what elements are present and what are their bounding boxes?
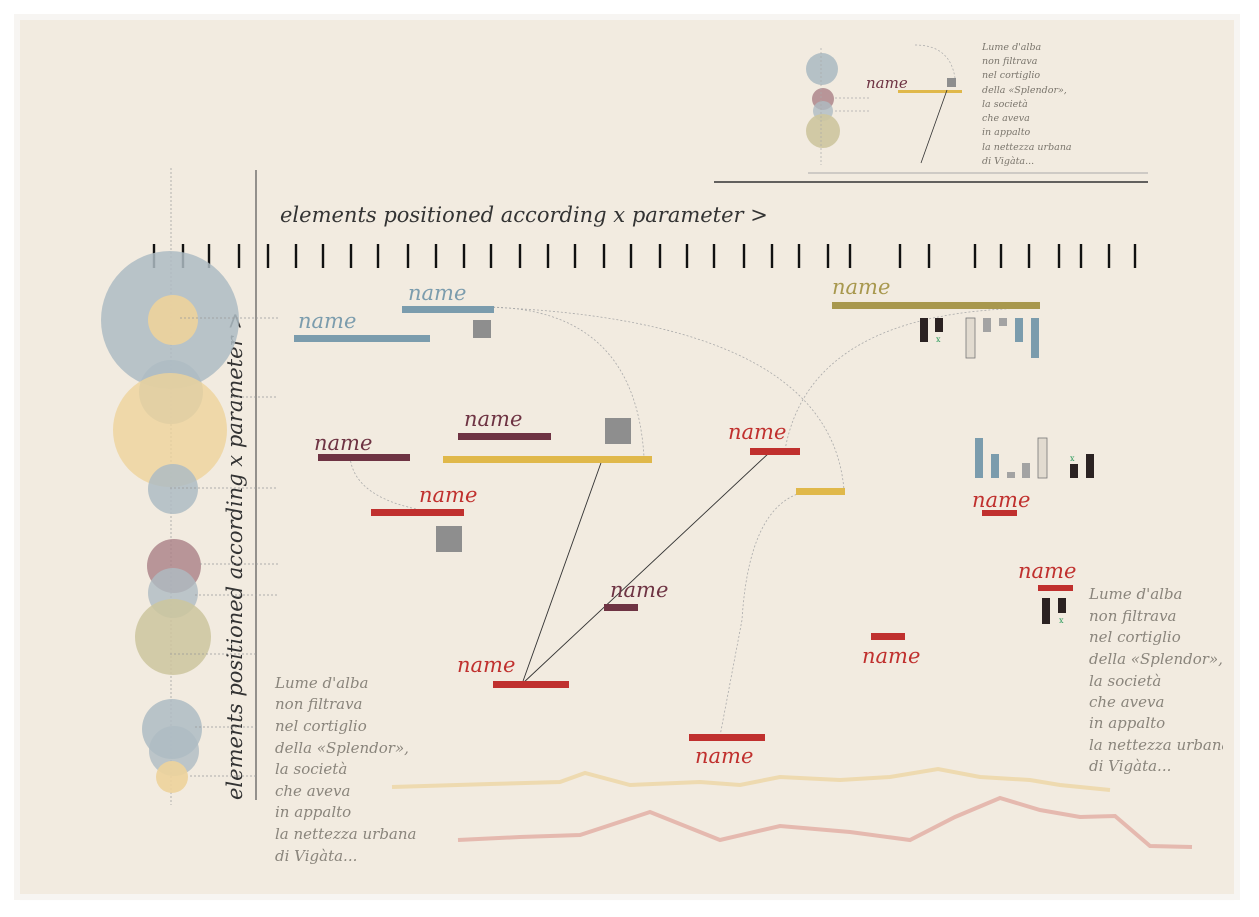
bars-layer: name name name name name name name name name name… [294, 275, 1076, 768]
circle-olive [135, 599, 211, 675]
connector-dotted-2 [484, 306, 845, 491]
bar-red-4-label: name [1018, 559, 1076, 583]
bar-red-5-label: name [457, 653, 515, 677]
legend-dotted-arc [914, 44, 956, 79]
gray-square-2 [605, 418, 631, 444]
connector-dotted-5 [719, 489, 821, 737]
bar-blue-1 [294, 335, 430, 342]
bar-red-2 [750, 448, 800, 455]
cross-marker: x [936, 335, 941, 344]
y-axis-title: elements positioned according x paramete… [223, 312, 247, 800]
bar-blue-2 [402, 306, 494, 313]
bar-red-3 [982, 510, 1017, 516]
bar-maroon-2 [458, 433, 551, 440]
bar-olive-1-label: name [832, 275, 890, 299]
diagram-canvas: name Lume d'alba non filtrava nel cortig… [101, 42, 1234, 865]
paragraph-left: Lume d'alba non filtrava nel cortiglio d… [274, 674, 421, 865]
legend-leader-line [920, 89, 948, 164]
circle-yellow-large [113, 373, 227, 487]
circle-blue-small [148, 464, 198, 514]
bar-red-6-label: name [862, 644, 920, 668]
connector-line-1 [521, 459, 603, 685]
bar-olive-1 [832, 302, 1040, 309]
circle-guides [170, 317, 278, 777]
bar-blue-2-label: name [408, 281, 466, 305]
connector-dotted-4 [784, 307, 1036, 451]
bar-red-1 [371, 509, 464, 516]
legend-circle-blue [806, 53, 838, 85]
circle-yellow-small [148, 295, 198, 345]
bar-maroon-1 [318, 454, 410, 461]
bar-maroon-3 [604, 604, 638, 611]
circle-blue-low-2 [149, 726, 199, 776]
bar-red-4 [1038, 585, 1073, 591]
connectors [349, 306, 1036, 737]
bar-red-2-label: name [728, 420, 786, 444]
bar-red-7-label: name [695, 744, 753, 768]
trend-line-red [457, 795, 1193, 849]
legend-name-label: name [866, 74, 908, 92]
x-axis-title: elements positioned according x paramete… [280, 203, 768, 227]
mini-bars-right: x [1042, 598, 1066, 625]
bar-blue-1-label: name [298, 309, 356, 333]
gray-square-1 [473, 320, 491, 338]
bar-red-5 [493, 681, 569, 688]
bar-yellow-1 [443, 456, 652, 463]
bar-maroon-2-label: name [464, 407, 522, 431]
bar-red-6 [871, 633, 905, 640]
circle-yellow-tiny [156, 761, 188, 793]
bar-yellow-2 [796, 488, 845, 495]
legend-paragraph: Lume d'alba non filtrava nel cortiglio d… [981, 42, 1075, 167]
connector-line-2 [521, 451, 771, 685]
bar-red-3-label: name [972, 488, 1030, 512]
trend-line-yellow [391, 766, 1111, 792]
legend-gray-square [947, 78, 956, 87]
gray-square-3 [436, 526, 462, 552]
cross-marker: x [1059, 616, 1064, 625]
mini-bars-mid: x [975, 437, 1094, 479]
legend: name Lume d'alba non filtrava nel cortig… [714, 42, 1148, 183]
poster-frame: name Lume d'alba non filtrava nel cortig… [20, 20, 1234, 894]
bar-red-7 [689, 734, 765, 741]
bar-maroon-1-label: name [314, 431, 372, 455]
legend-yellow-bar [898, 90, 962, 93]
bar-maroon-3-label: name [610, 578, 668, 602]
cross-marker: x [1070, 454, 1075, 463]
circle-cluster [101, 251, 239, 793]
legend-circle-olive [806, 114, 840, 148]
mini-bars-top: x [920, 317, 1039, 359]
bar-red-1-label: name [419, 483, 477, 507]
paragraph-right: Lume d'alba non filtrava nel cortiglio d… [1088, 585, 1234, 775]
x-axis-ticks [152, 244, 1137, 268]
